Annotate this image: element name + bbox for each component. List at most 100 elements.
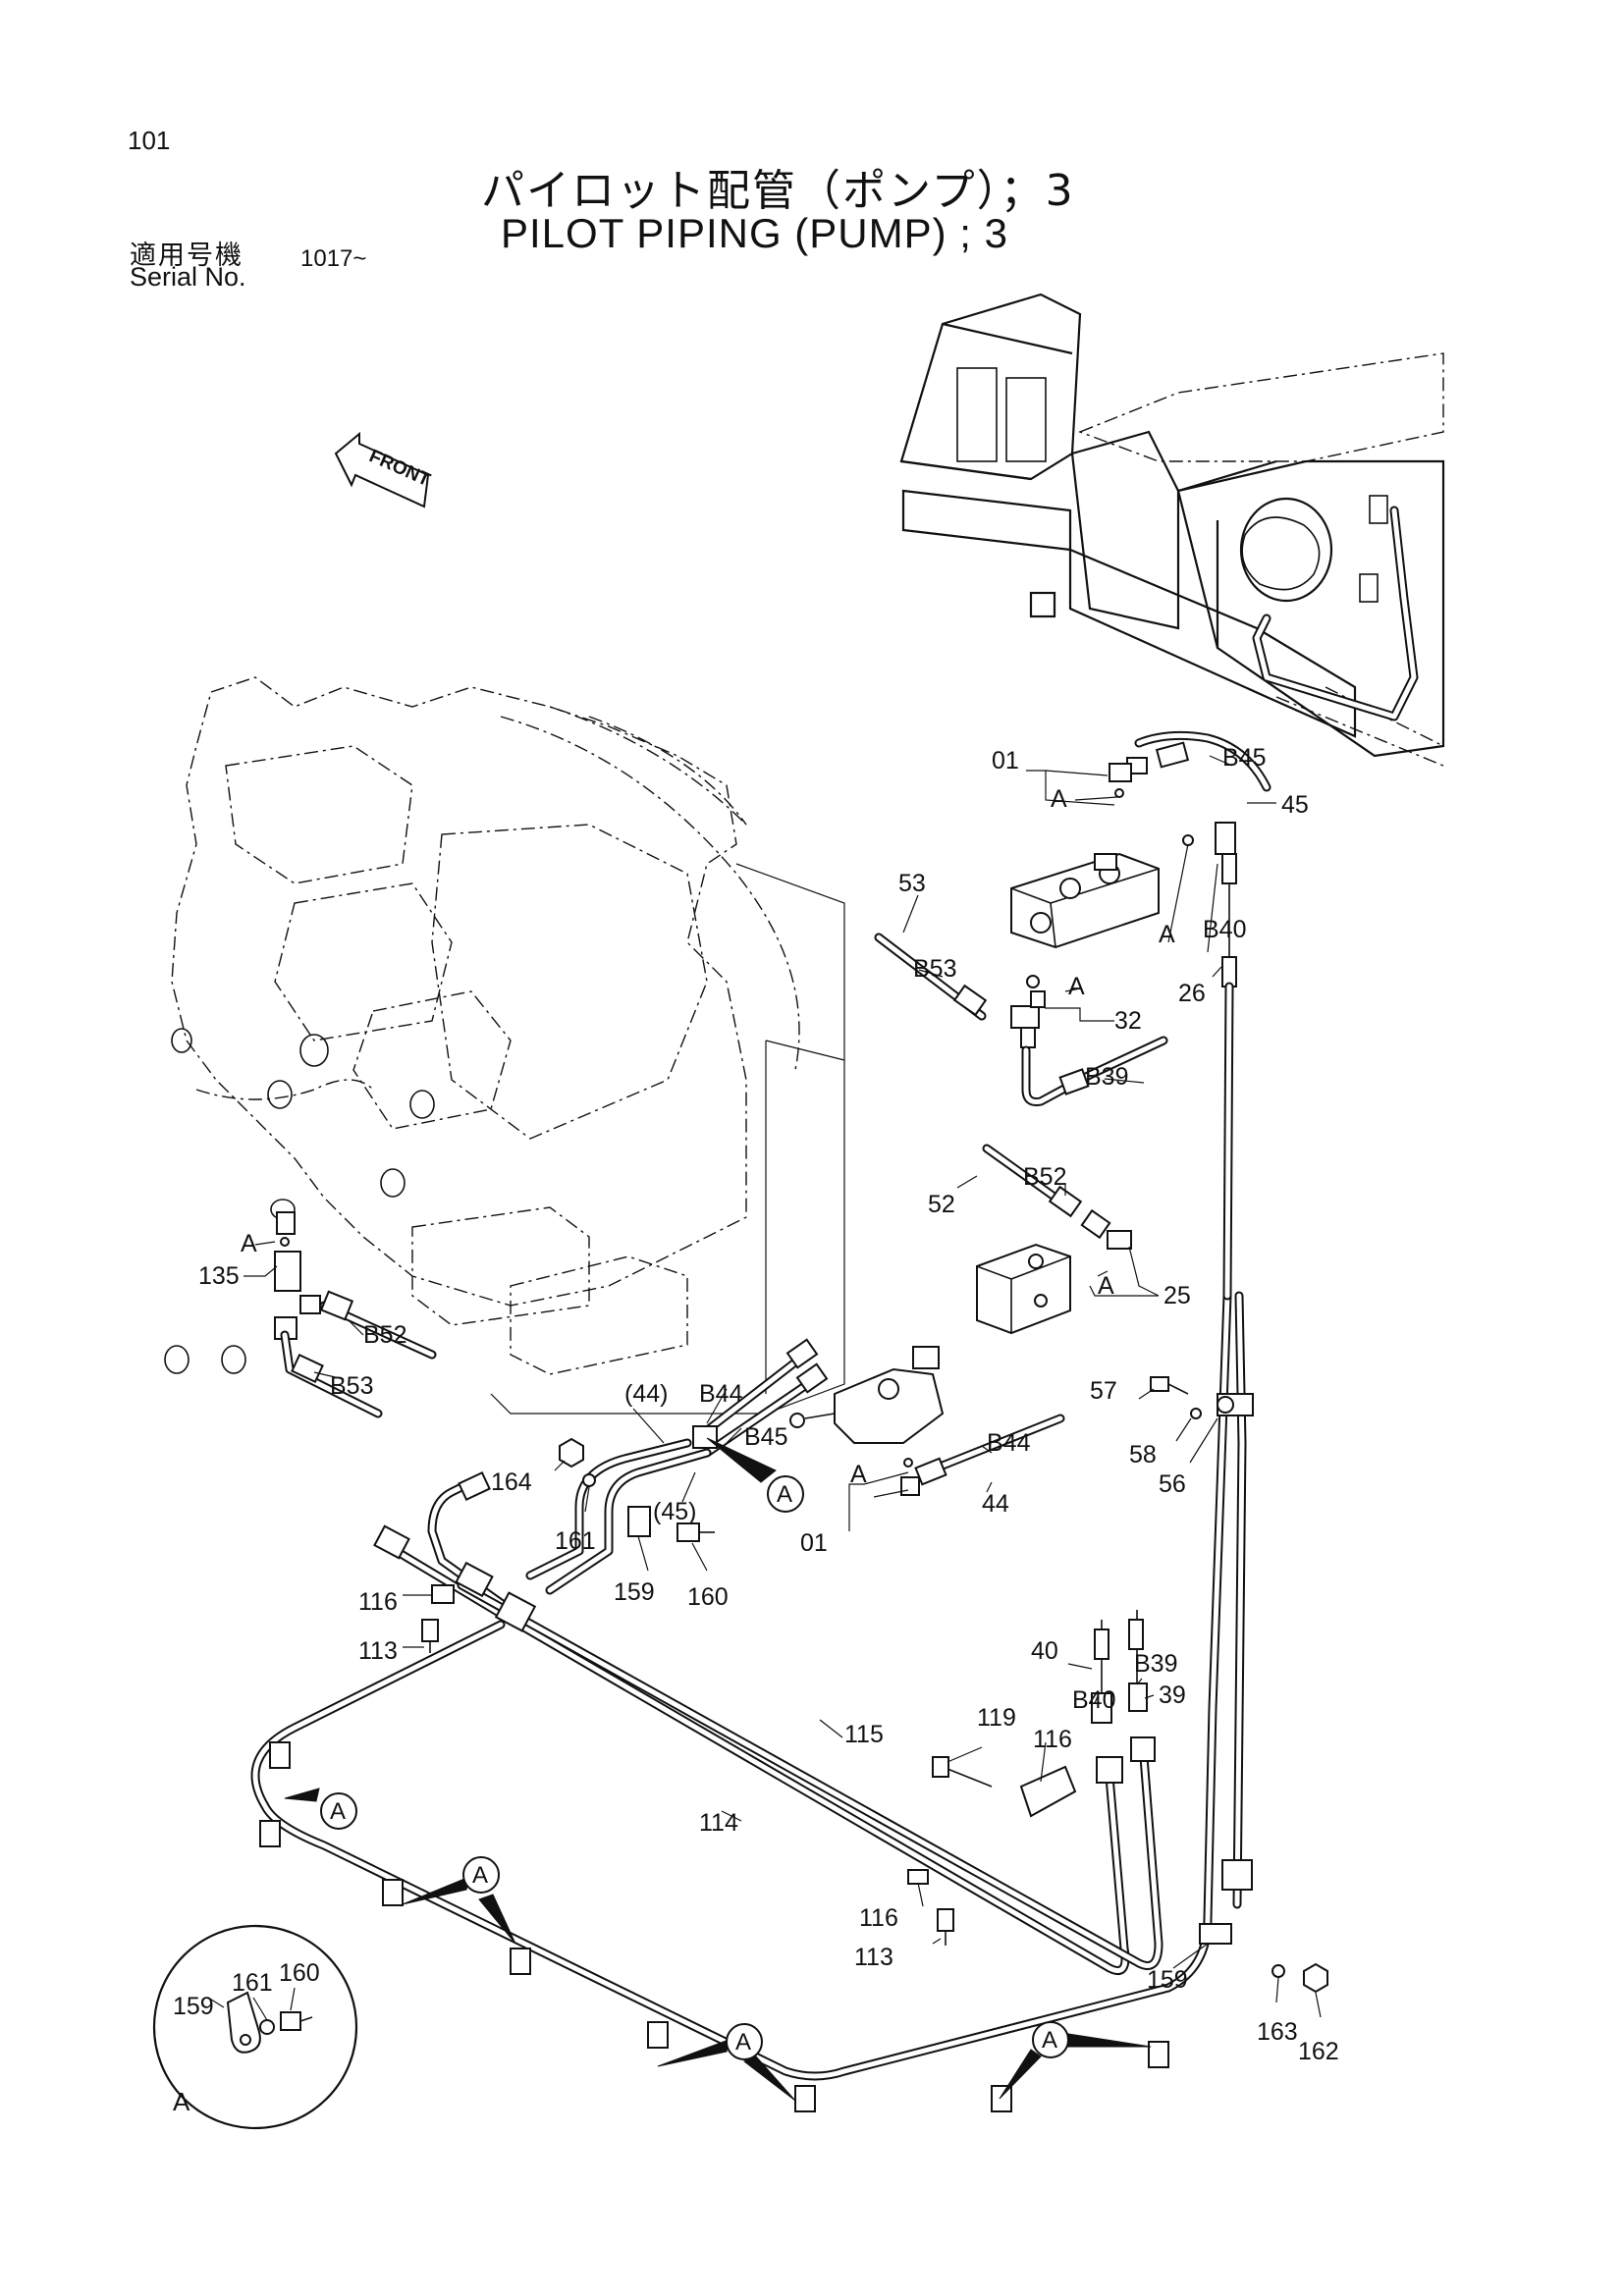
front-direction-arrow: FRONT [334, 431, 433, 508]
clamp-159-bolt-160 [627, 1506, 715, 1542]
callout-163: 163 [1257, 2018, 1298, 2046]
detail-a-callout-160: 160 [279, 1959, 320, 1987]
page-title-english: PILOT PIPING (PUMP) ; 3 [501, 210, 1008, 256]
callout-01-bottom: 01 [800, 1529, 828, 1557]
tee-fitting-135 [274, 1211, 321, 1340]
view-marker-a-2: A [402, 1856, 516, 1945]
pump-assembly-drawing [164, 676, 845, 1415]
nut-164-washer-161 [559, 1437, 596, 1487]
serial-label-english: Serial No. [130, 262, 246, 292]
clamp-116-bolt-119 [932, 1756, 1077, 1818]
pilot-valve-block [1010, 852, 1160, 949]
callout-116-bottom: 116 [859, 1904, 898, 1932]
callout-a-135: A [241, 1230, 257, 1257]
hose-b53-left [280, 1330, 383, 1418]
hoses-44-45-harness [427, 1425, 718, 1615]
detail-a-letter: A [173, 2087, 190, 2116]
svg-text:A: A [472, 1862, 488, 1889]
callout-b44-top: B44 [699, 1380, 743, 1408]
detail-a-callout-159: 159 [173, 1993, 214, 2020]
pipes-114-115 [373, 1524, 1163, 1975]
callout-b52-mid: B52 [1023, 1163, 1066, 1191]
callout-a-25: A [1098, 1272, 1114, 1300]
part-callouts: 01 A 45 B45 53 B53 A 32 A B40 26 B39 52 … [198, 744, 1339, 2065]
hose-b52-left [319, 1290, 437, 1360]
hose-52 [982, 1144, 1132, 1250]
callout-53: 53 [898, 870, 926, 897]
hoses-b44-b45-upper [692, 1338, 829, 1458]
hose-b40-upper [1182, 822, 1237, 988]
callout-113-left: 113 [358, 1637, 398, 1665]
callout-44-paren: (44) [624, 1380, 668, 1408]
callout-a-top: A [1051, 785, 1067, 813]
callout-b40-bottom: B40 [1072, 1686, 1115, 1714]
callout-56: 56 [1159, 1470, 1186, 1498]
loop-clamps [259, 1741, 1169, 2112]
callout-b45-top: B45 [1222, 744, 1266, 772]
svg-text:A: A [330, 1798, 346, 1825]
svg-text:A: A [735, 2029, 751, 2056]
detail-view-a: 159 161 160 A [152, 1924, 358, 2130]
callout-114: 114 [699, 1809, 738, 1837]
view-marker-a-1: A [284, 1788, 357, 1830]
hose-b39-mid [1021, 1036, 1168, 1106]
callout-b44-mid: B44 [987, 1429, 1031, 1457]
serial-number-range: 1017~ [300, 245, 367, 272]
callout-45-paren: (45) [653, 1498, 696, 1525]
callout-b39-bottom: B39 [1134, 1650, 1177, 1678]
bolt-57-washer-58 [1150, 1376, 1202, 1419]
callout-58: 58 [1129, 1441, 1157, 1468]
callout-164: 164 [491, 1468, 532, 1496]
view-marker-a-4: A [999, 2021, 1152, 2100]
clamp-116-bolt-113-left [421, 1584, 455, 1653]
callout-113-bottom: 113 [854, 1944, 893, 1971]
callout-161: 161 [555, 1527, 596, 1555]
svg-text:A: A [1042, 2027, 1057, 2054]
callout-40: 40 [1031, 1637, 1058, 1665]
view-marker-a-5: A [706, 1437, 804, 1513]
callout-135: 135 [198, 1262, 240, 1290]
serial-label-japanese: 適用号機 [130, 240, 243, 271]
junction-block [976, 1243, 1071, 1335]
clamp-56 [1217, 1393, 1254, 1416]
washer-163-nut-162 [1271, 1962, 1328, 1994]
hose-53 [874, 933, 988, 1021]
clamp-159-right [1199, 1859, 1253, 1945]
callout-b40-top: B40 [1203, 916, 1246, 943]
callout-b52-left: B52 [363, 1321, 406, 1349]
tee-fitting-32 [1010, 975, 1046, 1048]
callout-a-32: A [1068, 973, 1085, 1000]
callout-162: 162 [1298, 2038, 1339, 2065]
callout-115: 115 [844, 1721, 884, 1748]
callout-a-53: A [1159, 921, 1175, 948]
callout-39: 39 [1159, 1682, 1186, 1709]
long-loop-pipe [250, 982, 1247, 2081]
page-title-japanese: パイロット配管（ポンプ）；3 [481, 166, 1075, 216]
callout-160: 160 [687, 1583, 729, 1611]
callout-159-right: 159 [1147, 1966, 1188, 1994]
callout-57: 57 [1090, 1377, 1117, 1405]
page-number: 101 [128, 126, 171, 155]
leader-lines [243, 755, 1322, 2018]
callout-116-left: 116 [358, 1588, 398, 1616]
callout-45: 45 [1281, 791, 1309, 819]
callout-26: 26 [1178, 980, 1206, 1007]
callout-25: 25 [1163, 1282, 1191, 1309]
callout-01-top: 01 [992, 747, 1019, 774]
callout-b53-left: B53 [330, 1372, 373, 1400]
callout-52: 52 [928, 1191, 955, 1218]
svg-text:A: A [777, 1481, 792, 1508]
callout-b39-mid: B39 [1085, 1063, 1128, 1091]
hose-44 [900, 1414, 1065, 1496]
callout-32: 32 [1114, 1007, 1142, 1035]
machine-overview-drawing [899, 293, 1445, 767]
callout-44: 44 [982, 1490, 1009, 1518]
callout-119: 119 [977, 1704, 1016, 1732]
callout-a-01b: A [850, 1461, 867, 1488]
callout-b45-mid: B45 [744, 1423, 787, 1451]
callout-b53-top: B53 [913, 955, 956, 983]
hose-45 [1126, 730, 1271, 792]
detail-a-callout-161: 161 [232, 1969, 273, 1997]
view-marker-a-3: A [657, 2023, 796, 2102]
